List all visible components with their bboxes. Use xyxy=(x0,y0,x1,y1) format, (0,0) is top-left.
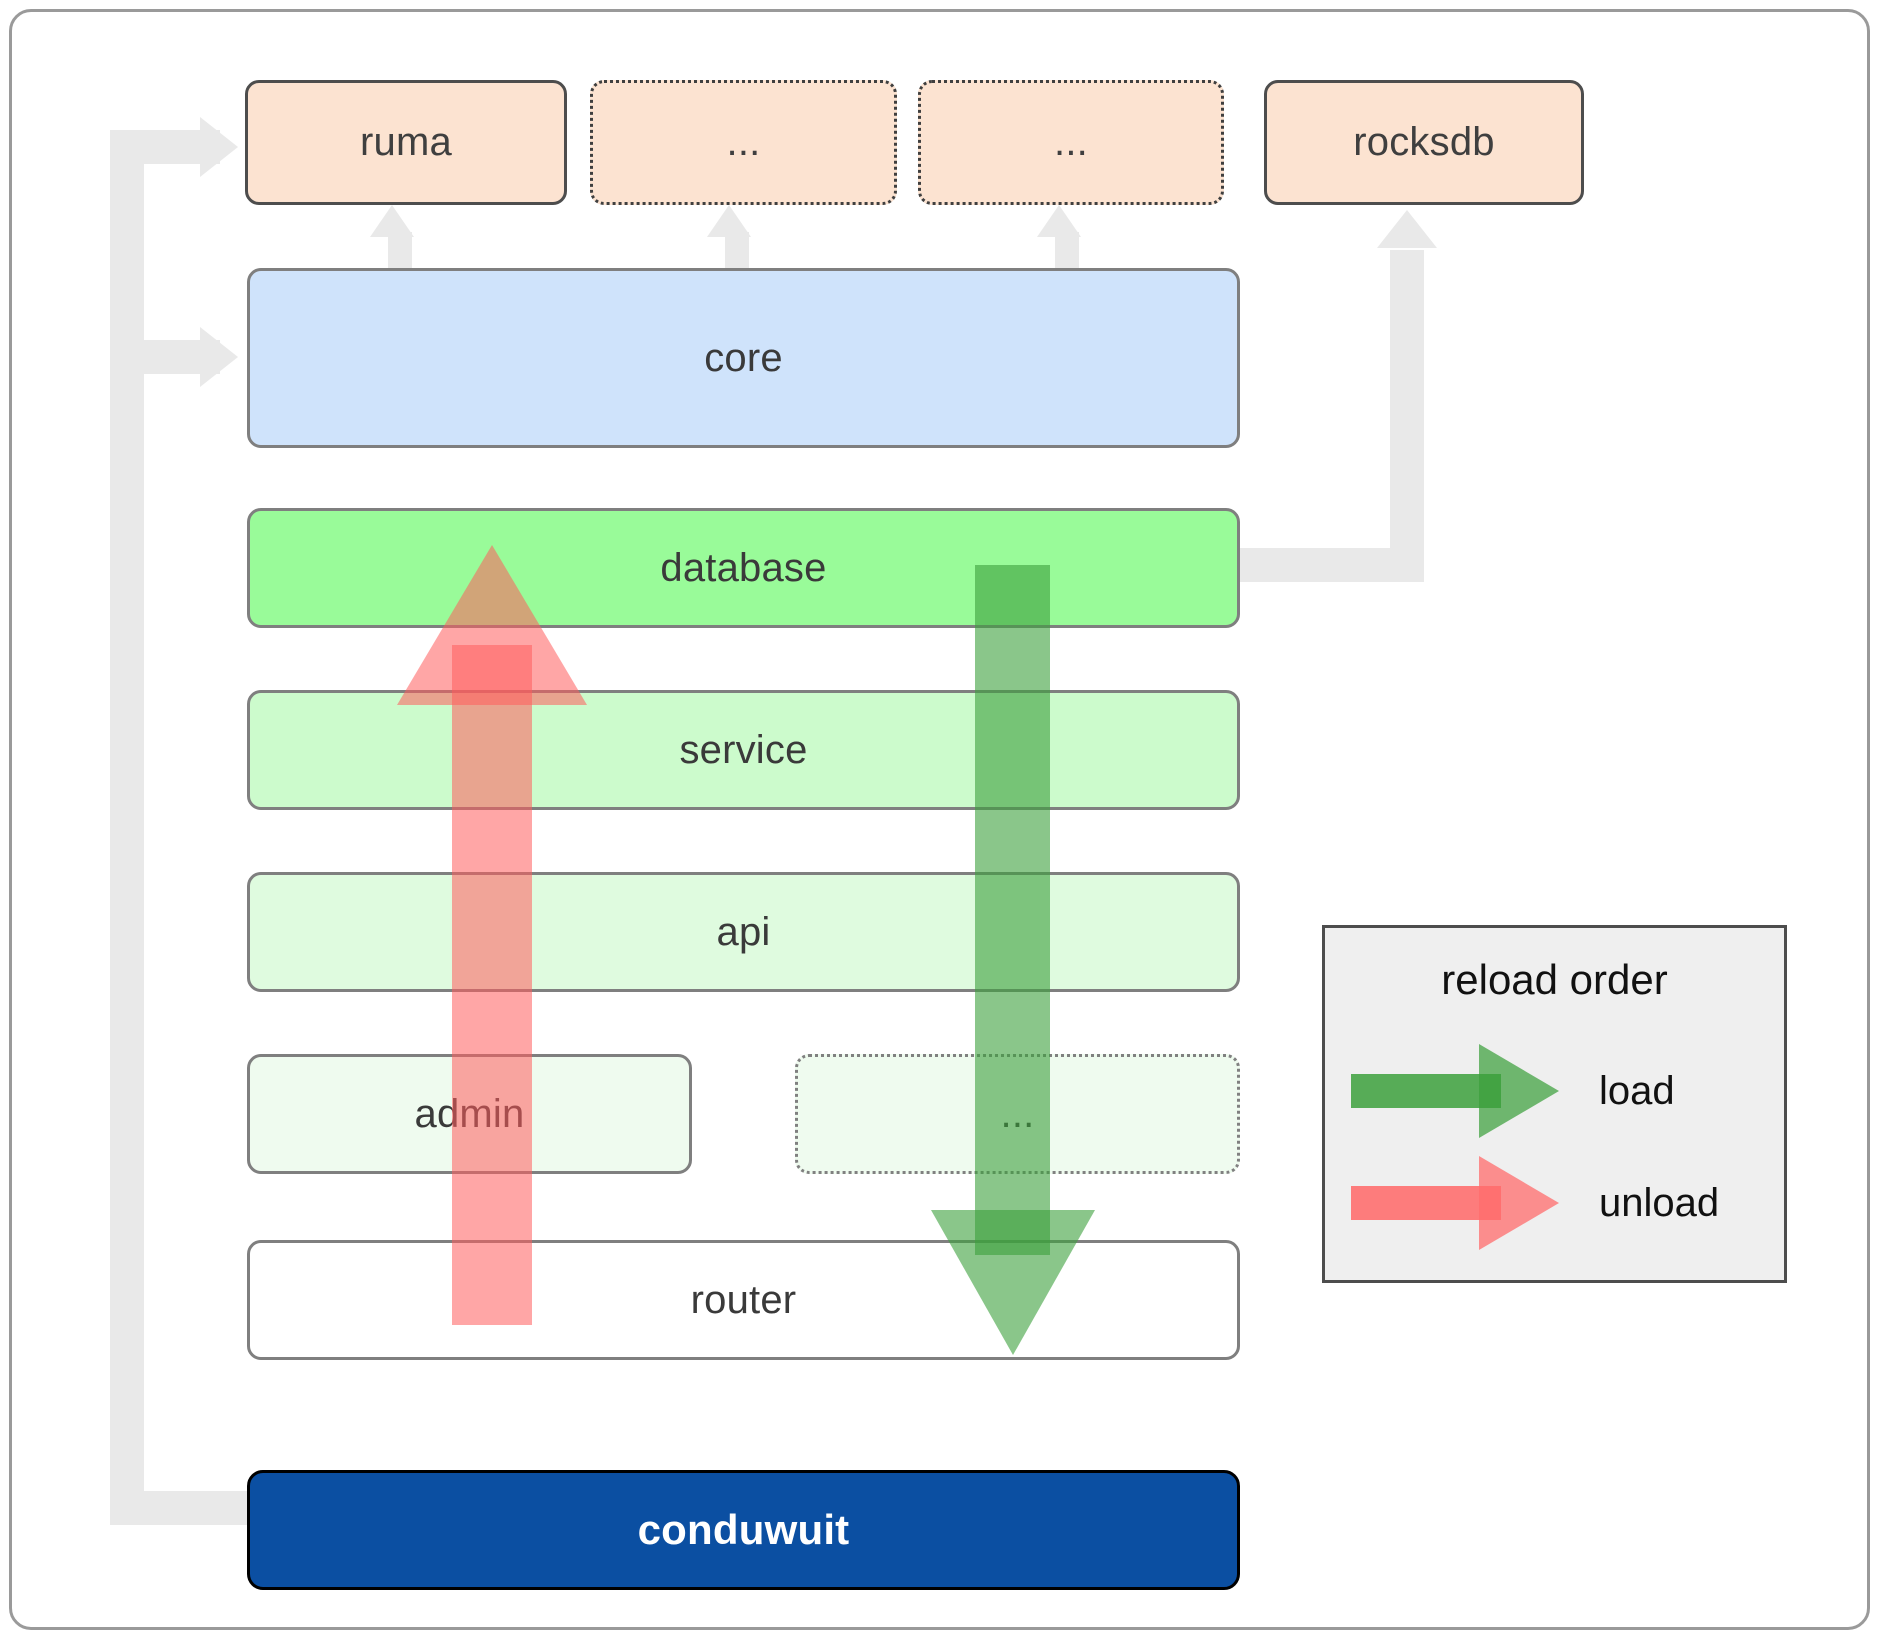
connector-arrow-stub-ruma xyxy=(370,205,414,237)
load-arrow-shaft xyxy=(975,565,1050,1255)
unload-legend-arrow-icon xyxy=(1351,1156,1583,1250)
legend-panel: reload order load unload xyxy=(1322,925,1787,1283)
package-label-pkg2: ... xyxy=(726,120,761,164)
load-legend-head xyxy=(1479,1044,1559,1138)
package-node-ruma[interactable]: ruma xyxy=(245,80,567,205)
package-label-rocksdb: rocksdb xyxy=(1353,120,1495,164)
load-legend-shaft xyxy=(1351,1074,1501,1108)
package-label-ruma: ruma xyxy=(360,120,452,164)
layer-node-service[interactable]: service xyxy=(247,690,1240,810)
package-node-pkg2[interactable]: ... xyxy=(590,80,897,205)
unload-legend-shaft xyxy=(1351,1186,1501,1220)
legend-label-unload: unload xyxy=(1599,1180,1720,1225)
unload-arrow-head xyxy=(397,545,587,705)
connector-arrow-rocksdb xyxy=(1377,210,1437,248)
layer-label-service: service xyxy=(679,727,808,772)
connector-left-bottom-run xyxy=(110,1491,250,1525)
load-arrow-head xyxy=(931,1210,1095,1355)
connector-arrow-core xyxy=(200,327,238,387)
layer-label-database: database xyxy=(660,545,827,590)
layer-node-database[interactable]: database xyxy=(247,508,1240,628)
layer-label-api: api xyxy=(716,909,771,954)
connector-arrow-stub-pkg2 xyxy=(707,205,751,237)
connector-arrow-ruma xyxy=(200,117,238,177)
layer-label-core: core xyxy=(704,335,783,380)
connector-arrow-stub-pkg3 xyxy=(1037,205,1081,237)
unload-legend-head xyxy=(1479,1156,1559,1250)
diagram-frame xyxy=(9,9,1870,1630)
layer-node-api[interactable]: api xyxy=(247,872,1240,992)
connector-rocksdb-riser xyxy=(1390,250,1424,582)
connector-database-run xyxy=(1230,548,1410,582)
layer-label-router: router xyxy=(690,1277,797,1322)
package-label-pkg3: ... xyxy=(1054,120,1088,164)
root-label-conduwuit: conduwuit xyxy=(637,1506,850,1553)
unload-arrow-shaft xyxy=(452,645,532,1325)
package-node-pkg3[interactable]: ... xyxy=(918,80,1224,205)
legend-row-unload: unload xyxy=(1351,1156,1771,1250)
legend-label-load: load xyxy=(1599,1068,1675,1113)
load-legend-arrow-icon xyxy=(1351,1044,1583,1138)
root-node-conduwuit[interactable]: conduwuit xyxy=(247,1470,1240,1590)
legend-row-load: load xyxy=(1351,1044,1771,1138)
package-node-rocksdb[interactable]: rocksdb xyxy=(1264,80,1584,205)
legend-title: reload order xyxy=(1441,956,1668,1003)
layer-node-core[interactable]: core xyxy=(247,268,1240,448)
